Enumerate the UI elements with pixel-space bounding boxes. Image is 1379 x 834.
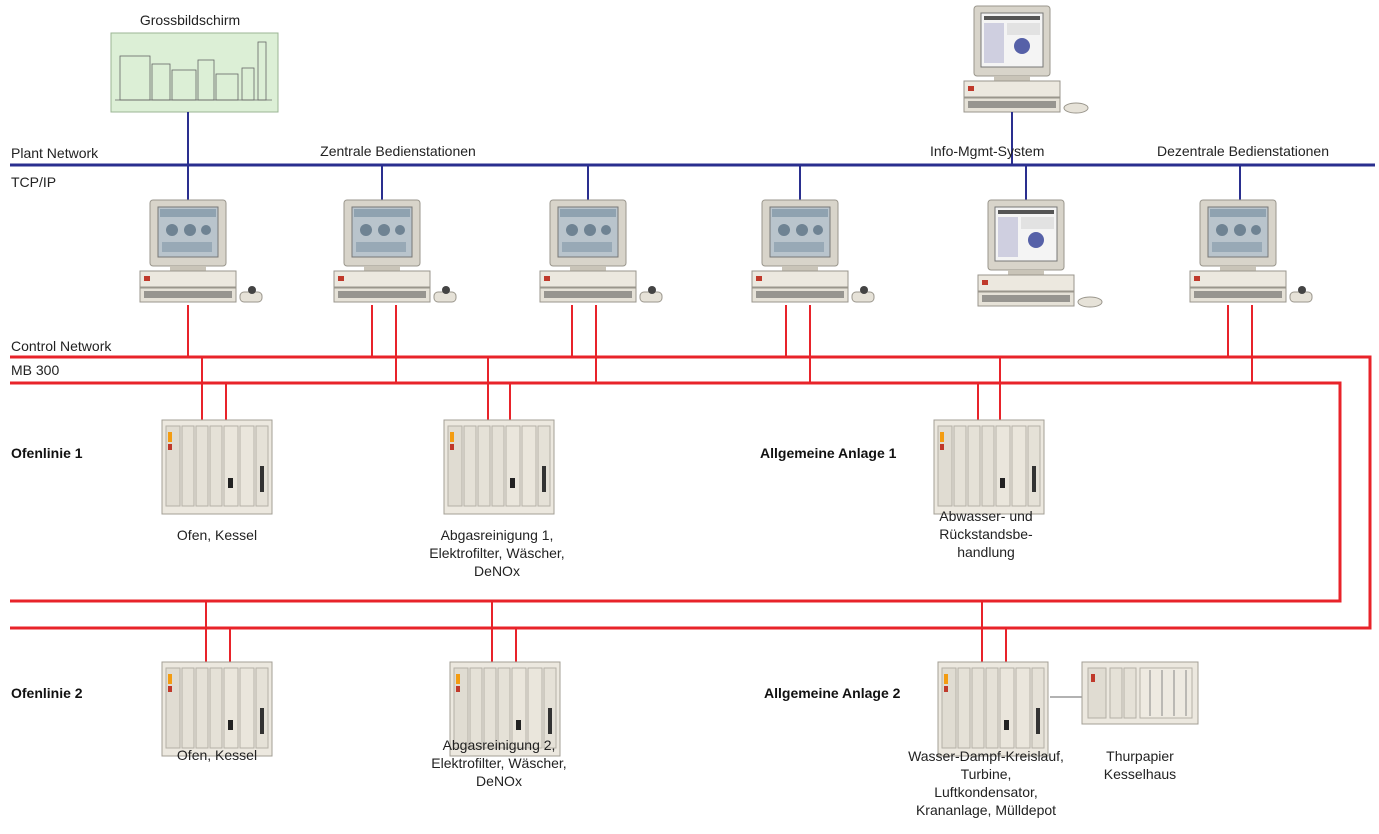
plant-network-label: Plant Network [11, 145, 99, 161]
unit-caption-2-line2: Elektrofilter, Wäscher, [429, 545, 564, 561]
control-network-bus [10, 355, 1372, 630]
control-network-label: Control Network [11, 338, 112, 354]
controller-rack-ofenlinie2-a [161, 661, 273, 757]
big-screen-display [110, 32, 279, 113]
allg-anlage2-label: Allgemeine Anlage 2 [764, 685, 901, 701]
central-stations-label: Zentrale Bedienstationen [320, 143, 476, 159]
ofenlinie2-label: Ofenlinie 2 [11, 685, 83, 701]
unit-caption-7-line2: Kesselhaus [1104, 766, 1176, 782]
big-screen-label: Grossbildschirm [140, 12, 240, 28]
info-mgmt-label: Info-Mgmt-System [930, 143, 1044, 159]
operator-station-2 [333, 199, 457, 303]
unit-caption-6-line3: Luftkondensator, [934, 784, 1038, 800]
info-mgmt-workstation-top [963, 5, 1089, 114]
unit-caption-2-line3: DeNOx [474, 563, 520, 579]
unit-caption-7-line1: Thurpapier [1106, 748, 1174, 764]
operator-station-1 [139, 199, 263, 303]
operator-station-decentral [1189, 199, 1313, 303]
unit-caption-6-line4: Krananlage, Mülldepot [916, 802, 1056, 818]
unit-caption-3-line1: Abwasser- und [939, 508, 1032, 524]
ofenlinie1-label: Ofenlinie 1 [11, 445, 83, 461]
unit-caption-6-line1: Wasser-Dampf-Kreislauf, [908, 748, 1064, 764]
unit-caption-5-line1: Abgasreinigung 2, [443, 737, 556, 753]
controller-rack-ofenlinie1-a [161, 419, 273, 515]
controller-rack-allg2 [937, 661, 1049, 757]
info-mgmt-workstation [977, 199, 1103, 308]
controller-rack-ofenlinie1-b [443, 419, 555, 515]
tcpip-label: TCP/IP [11, 174, 56, 190]
allg-anlage1-label: Allgemeine Anlage 1 [760, 445, 897, 461]
unit-caption-5-line2: Elektrofilter, Wäscher, [431, 755, 566, 771]
unit-caption-1-line1: Ofen, Kessel [177, 527, 257, 543]
unit-caption-6-line2: Turbine, [961, 766, 1012, 782]
mb300-label: MB 300 [11, 362, 59, 378]
operator-station-3 [539, 199, 663, 303]
unit-caption-3-line3: handlung [957, 544, 1015, 560]
controller-rack-thurpapier [1081, 661, 1199, 725]
unit-caption-5-line3: DeNOx [476, 773, 522, 789]
operator-station-4 [751, 199, 875, 303]
unit-caption-3-line2: Rückstandsbe- [939, 526, 1033, 542]
decentral-stations-label: Dezentrale Bedienstationen [1157, 143, 1329, 159]
big-screen-plant-graphic [115, 41, 272, 101]
unit-caption-2-line1: Abgasreinigung 1, [441, 527, 554, 543]
controller-rack-allg1 [933, 419, 1045, 515]
unit-caption-4-line1: Ofen, Kessel [177, 747, 257, 763]
